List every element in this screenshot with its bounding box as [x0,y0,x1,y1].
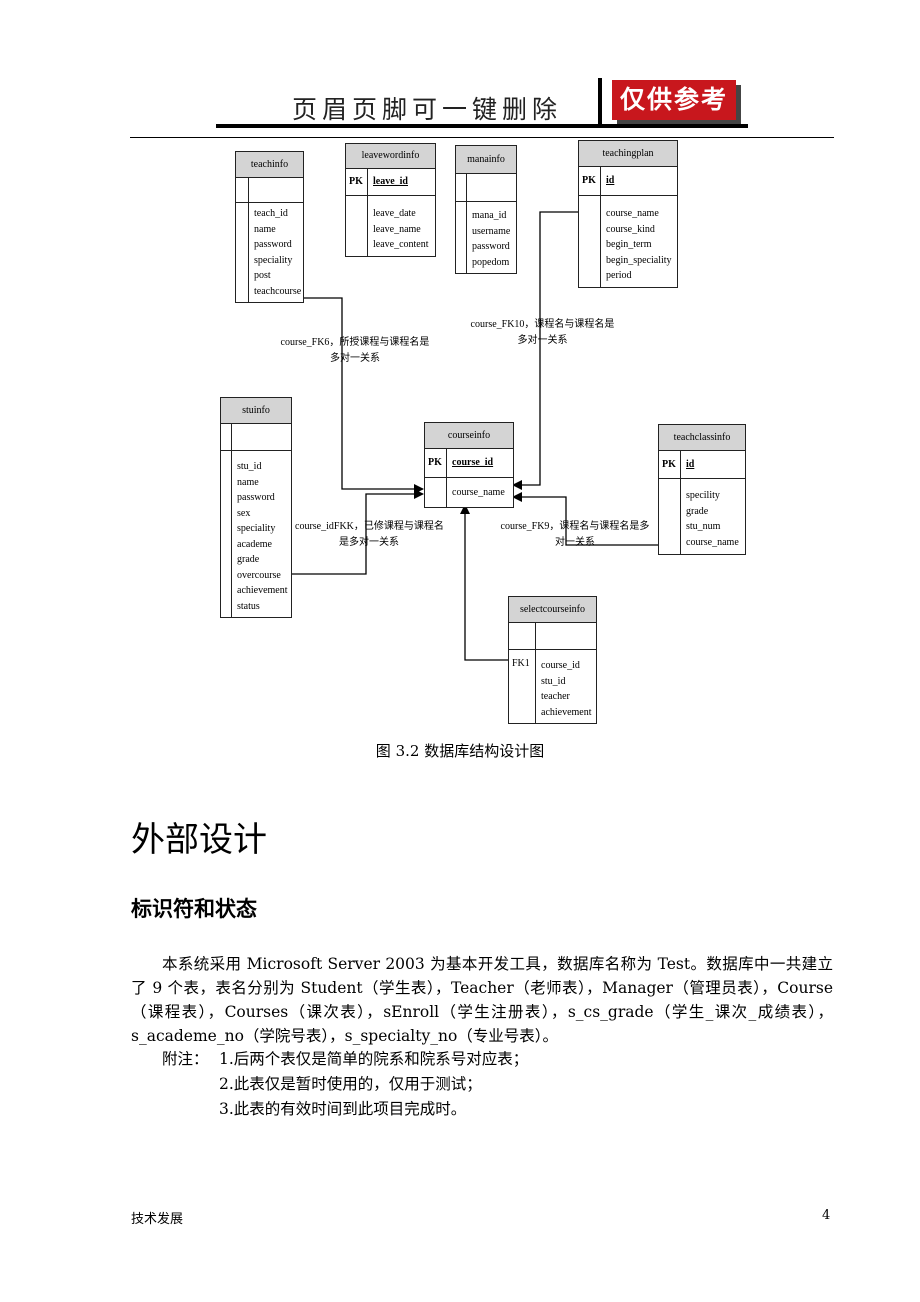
primary-key: leave_id [373,176,408,187]
header-rule-thick [216,124,748,128]
field: teacher [541,691,570,702]
header-rule-thin [130,137,834,138]
field: leave_date [373,208,416,219]
body-paragraph: 本系统采用 Microsoft Server 2003 为基本开发工具，数据库名… [131,955,833,1045]
field: leave_name [373,223,421,235]
field: username [472,225,511,237]
figure-caption: 图 3.2 数据库结构设计图 [375,742,545,760]
subsection-heading: 标识符和状态 [131,897,257,921]
field: password [237,492,275,503]
relation-label-line: 多对一关系 [330,353,380,364]
field: mana_id [472,210,507,221]
field: teachcourse [254,285,302,297]
header-divider [598,78,602,126]
pk-marker: PK [659,451,681,478]
field: period [606,270,632,281]
pk-marker: PK [425,449,447,477]
table-name: teachingplan [579,141,677,167]
reference-stamp: 仅供参考 [612,80,736,120]
relation-label-fk10: course_FK10，课程名与课程名是 多对一关系 [470,317,615,349]
field: speciality [237,523,276,534]
field: overcourse [237,569,281,581]
table-name: manainfo [456,146,516,174]
relation-label-line: 对一关系 [555,537,595,548]
field: stu_id [237,461,262,472]
table-manainfo: manainfo mana_id username password poped… [455,145,517,274]
field: name [237,476,259,488]
field: grade [237,554,260,565]
relation-lines [290,211,658,661]
field: sex [237,507,251,519]
table-teachinfo: teachinfo teach_id name password special… [235,151,304,303]
field: teach_id [254,208,288,219]
relation-line-fk6 [302,297,424,494]
primary-key: id [606,175,615,186]
relation-line-fkk [290,489,424,575]
field: course_kind [606,223,655,235]
field: popedom [472,256,510,268]
table-name: leavewordinfo [346,144,435,169]
fk-marker: FK1 [509,650,536,723]
relation-label-line: course_FK6，所授课程与课程名是 [280,337,430,348]
relation-label-fkk: course_idFKK，已修课程与课程名 是多对一关系 [295,519,444,551]
relation-line-fk10 [512,211,578,490]
note-item: 1.后两个表仅是简单的院系和院系号对应表； [219,1050,529,1068]
relation-label-fk9: course_FK9，课程名与课程名是多 对一关系 [500,519,650,551]
field: password [472,241,510,252]
field: stu_num [686,521,721,532]
header-text: 页眉页脚可一键删除 [292,95,563,124]
field: course_id [541,660,580,671]
field: begin_speciality [606,254,672,266]
table-teachclassinfo: teachclassinfo PK id specility grade stu… [658,424,746,555]
database-diagram: teachinfo teach_id name password special… [220,140,746,724]
relation-label-line: course_idFKK，已修课程与课程名 [295,521,444,532]
field: name [254,223,276,235]
relation-line-fk1 [460,504,508,661]
footer-text: 技术发展 [131,1212,184,1227]
field: stu_id [541,675,566,687]
pk-marker: PK [579,167,601,195]
relation-label-line: course_FK10，课程名与课程名是 [470,319,615,330]
primary-key: id [686,459,695,470]
field: password [254,239,292,250]
field: achievement [541,706,592,718]
field: achievement [237,585,288,596]
relation-label-line: course_FK9，课程名与课程名是多 [500,521,650,532]
table-name: teachinfo [236,152,303,178]
table-name: stuinfo [221,398,291,424]
table-leavewordinfo: leavewordinfo PK leave_id leave_date lea… [345,143,436,257]
field: speciality [254,254,293,266]
primary-key: course_id [452,457,494,468]
table-name: courseinfo [425,423,513,449]
table-name: teachclassinfo [659,425,745,451]
table-stuinfo: stuinfo stu_id name password sex special… [220,397,292,618]
relation-label-line: 是多对一关系 [339,537,399,548]
field: specility [686,490,720,501]
table-selectcourseinfo: selectcourseinfo FK1 course_id stu_id te… [508,596,597,724]
field: begin_term [606,239,652,250]
table-courseinfo: courseinfo PK course_id course_name [424,422,514,508]
relation-label-fk6: course_FK6，所授课程与课程名是 多对一关系 [280,335,430,367]
field: course_name [606,208,659,219]
table-name: selectcourseinfo [509,597,596,623]
field: grade [686,505,709,517]
field: post [254,270,271,281]
table-teachingplan: teachingplan PK id course_name course_ki… [578,140,678,288]
pk-marker: PK [346,169,368,195]
note-item: 3.此表的有效时间到此项目完成时。 [219,1100,467,1118]
field: course_name [686,536,739,548]
relation-line-fk9 [512,492,658,546]
section-heading: 外部设计 [131,820,267,860]
field: academe [237,538,272,550]
field: leave_content [373,239,429,250]
field: course_name [452,487,505,498]
field: status [237,600,260,612]
note-item: 2.此表仅是暂时使用的，仅用于测试； [219,1075,482,1093]
page-number: 4 [822,1208,831,1223]
notes-label: 附注： [162,1050,209,1068]
relation-label-line: 多对一关系 [517,335,568,346]
